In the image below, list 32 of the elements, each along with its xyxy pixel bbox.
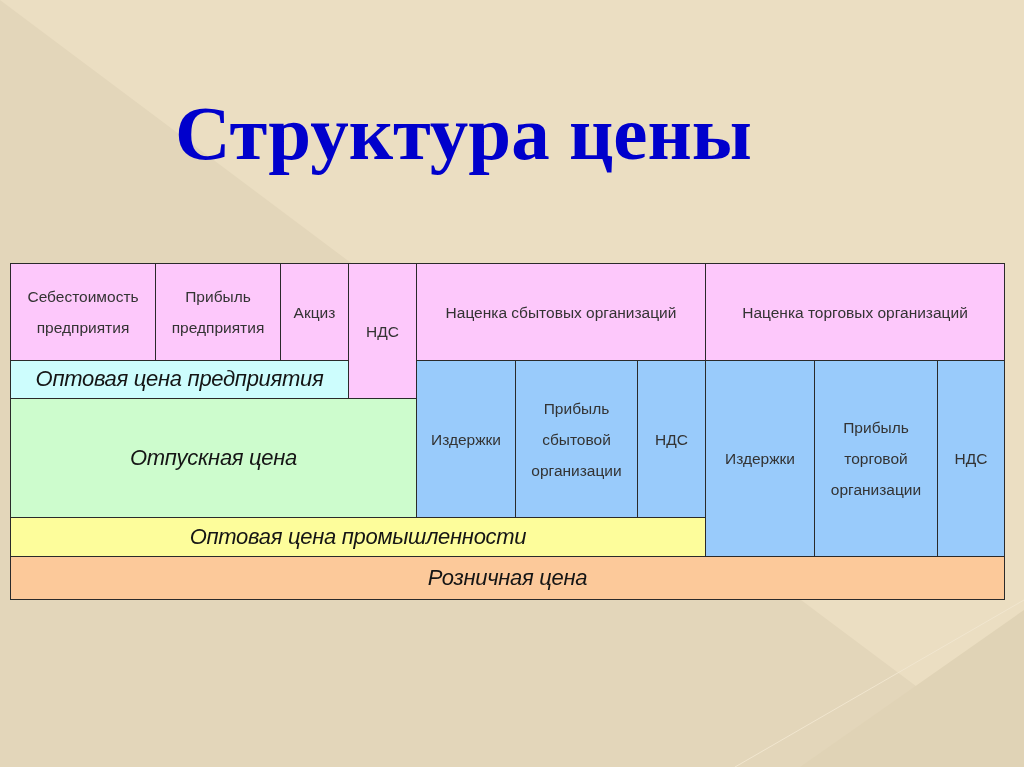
price-component-cell [814,360,938,557]
component-label: Себестоимость предприятия [26,287,140,338]
price-component-cell [348,263,417,399]
price-band [10,398,417,518]
component-label: Издержки [724,449,796,469]
price-label: Оптовая цена промышленности [189,523,527,551]
price-band [10,517,706,557]
component-label: НДС [953,449,989,469]
price-component-cell [416,263,706,361]
price-label: Отпускная цена [129,444,298,472]
component-label: Наценка сбытовых организаций [444,302,678,323]
price-component-cell [705,360,815,557]
price-component-cell [637,360,706,518]
price-band [10,556,1005,600]
price-component-cell [705,263,1005,361]
component-label: Прибыль предприятия [170,287,266,338]
price-component-cell [515,360,638,518]
price-label: Оптовая цена предприятия [35,366,324,393]
price-component-cell [10,263,156,361]
price-component-cell [155,263,281,361]
price-label: Розничная цена [427,564,588,592]
component-label: Наценка торговых организаций [741,302,969,323]
price-band [10,360,349,399]
price-component-cell [937,360,1005,557]
component-label: Прибыль торговой организации [829,418,923,500]
component-label: НДС [654,429,689,450]
price-component-cell [280,263,349,361]
component-label: НДС [365,321,400,342]
component-label: Прибыль сбытовой организации [530,398,623,481]
component-label: Акциз [292,302,337,323]
price-component-cell [416,360,516,518]
component-label: Издержки [430,429,502,450]
